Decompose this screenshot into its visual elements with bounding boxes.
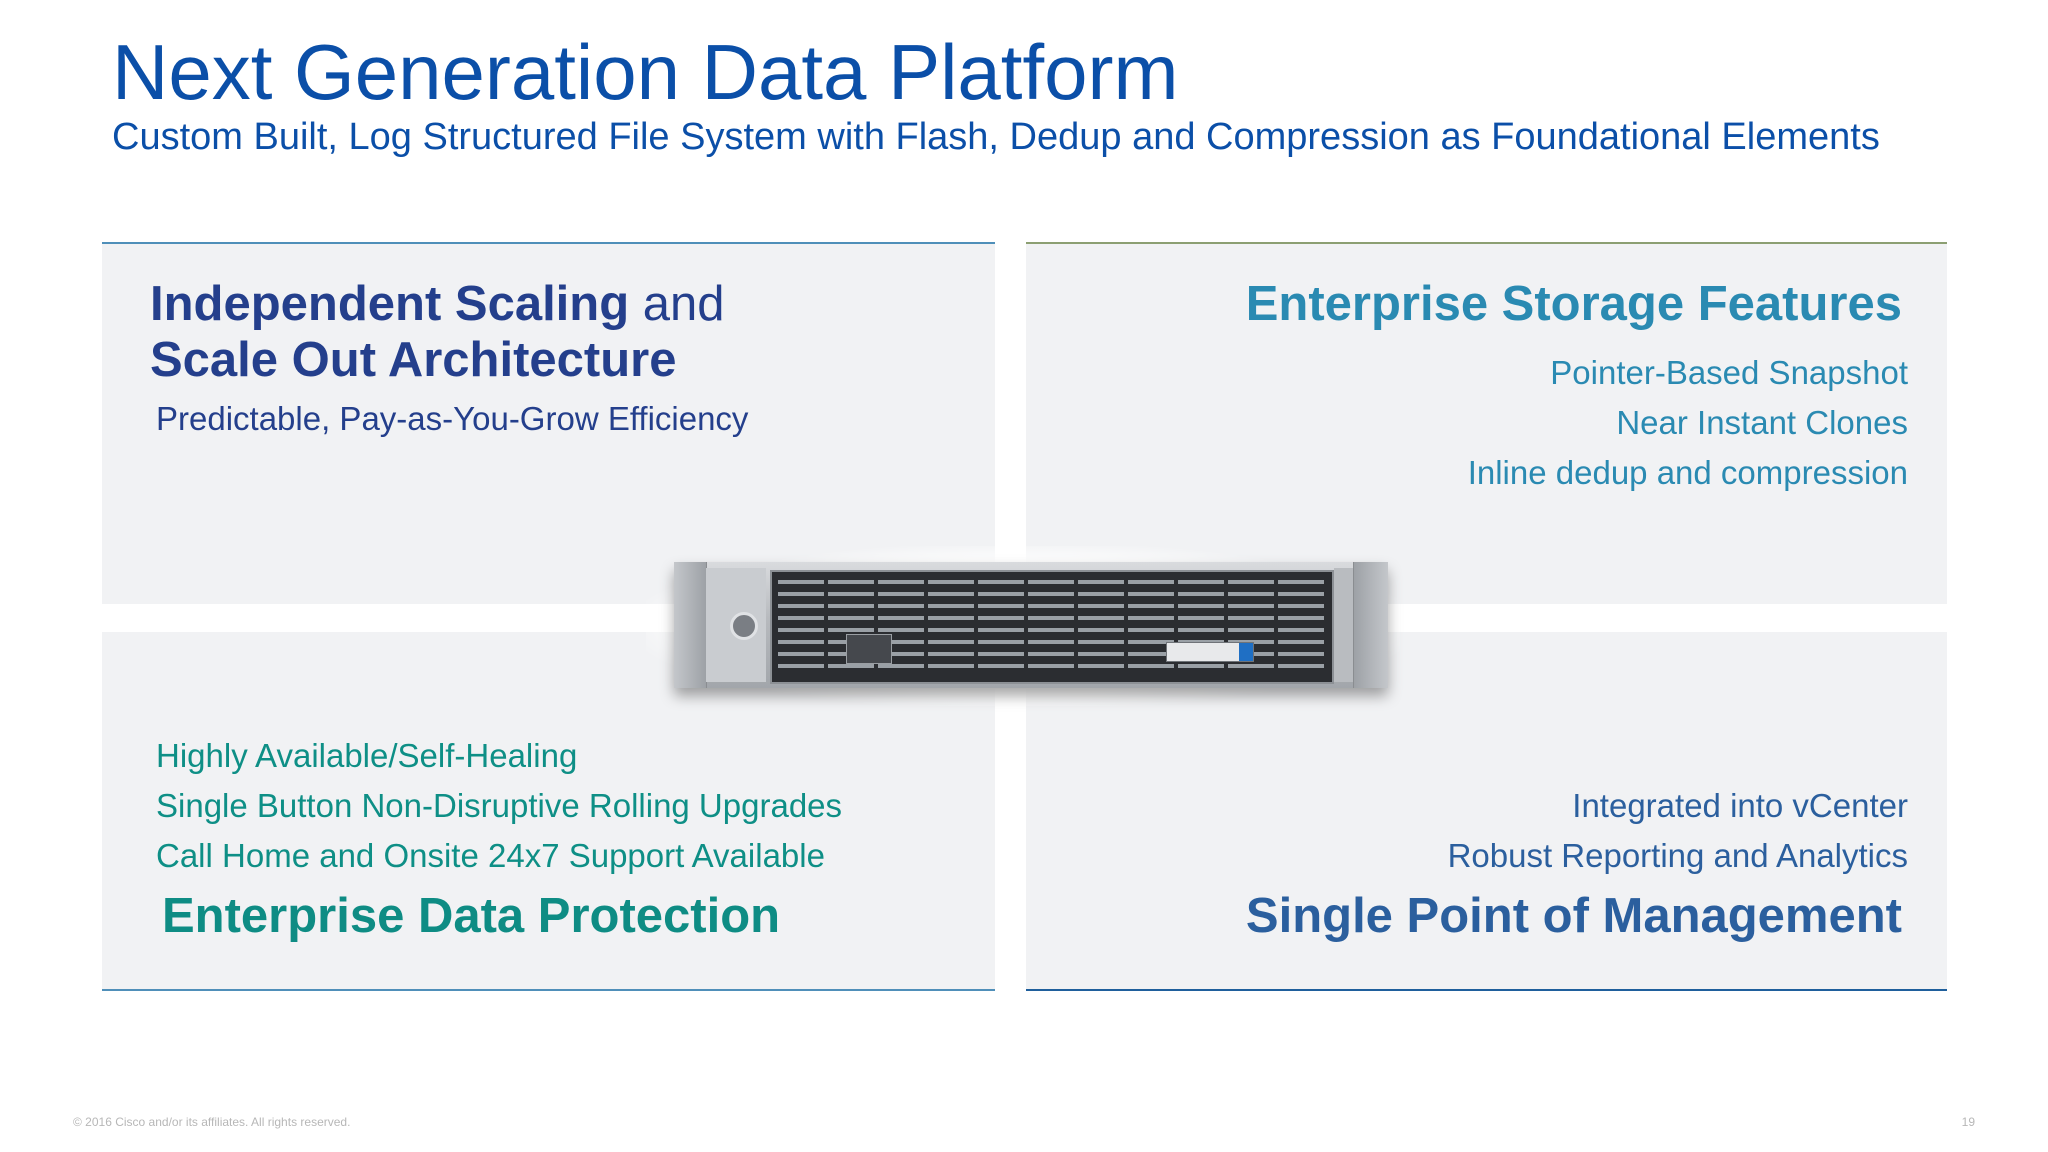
list-item: Highly Available/Self-Healing <box>156 737 578 774</box>
copyright-footer: © 2016 Cisco and/or its affiliates. All … <box>73 1115 351 1129</box>
server-right-panel <box>1334 568 1354 682</box>
scaling-heading-bold-2: Scale Out Architecture <box>150 333 677 387</box>
scaling-heading: Independent Scaling and Scale Out Archit… <box>150 276 725 388</box>
lock-icon <box>730 612 758 640</box>
list-item: Robust Reporting and Analytics <box>1447 837 1908 874</box>
scaling-subtext: Predictable, Pay-as-You-Grow Efficiency <box>156 400 749 437</box>
storage-features-list: Pointer-Based Snapshot Near Instant Clon… <box>1468 348 1908 498</box>
management-heading: Single Point of Management <box>1245 889 1902 943</box>
list-item: Inline dedup and compression <box>1467 454 1908 491</box>
scaling-heading-bold-1: Independent Scaling <box>150 277 630 331</box>
badge-accent <box>1239 643 1253 661</box>
list-item: Pointer-Based Snapshot <box>1550 354 1908 391</box>
list-item: Integrated into vCenter <box>1572 787 1908 824</box>
cisco-logo-icon <box>846 634 892 664</box>
list-item: Near Instant Clones <box>1616 404 1908 441</box>
management-list: Integrated into vCenter Robust Reporting… <box>1448 781 1908 881</box>
list-item: Call Home and Onsite 24x7 Support Availa… <box>156 837 825 874</box>
data-protection-heading: Enterprise Data Protection <box>162 889 781 943</box>
server-right-ear <box>1353 562 1388 688</box>
data-protection-list: Highly Available/Self-Healing Single But… <box>156 731 842 881</box>
server-left-ear <box>674 562 707 688</box>
panel-top-right <box>1026 242 1947 604</box>
storage-features-heading: Enterprise Storage Features <box>1245 277 1902 331</box>
slide-title: Next Generation Data Platform <box>112 28 1179 116</box>
hyperflex-server-image <box>674 562 1388 688</box>
scaling-heading-and: and <box>629 277 725 331</box>
slide-subtitle: Custom Built, Log Structured File System… <box>112 116 1880 158</box>
panel-top-left <box>102 242 995 604</box>
list-item: Single Button Non-Disruptive Rolling Upg… <box>156 787 843 824</box>
hyperflex-badge <box>1166 642 1254 662</box>
page-number: 19 <box>1961 1115 1975 1129</box>
server-front-grill <box>770 570 1334 684</box>
